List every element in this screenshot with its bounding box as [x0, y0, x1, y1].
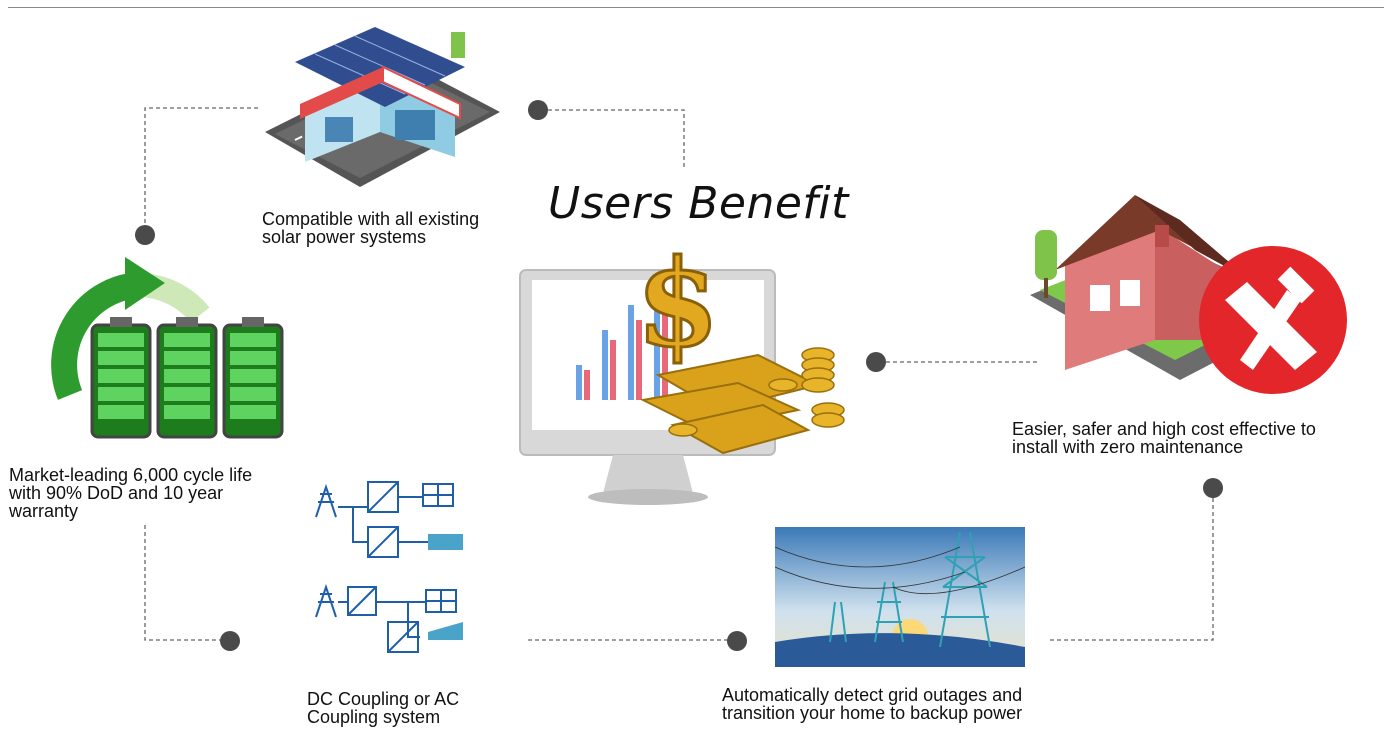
shop-icon [265, 27, 500, 187]
benefit-compatible: Compatible with all existing solar power… [262, 210, 479, 246]
benefit-line: transition your home to backup power [722, 703, 1023, 723]
benefit-line: Easier, safer and high cost effective to [1012, 419, 1316, 439]
connector-dot [220, 631, 240, 651]
benefit-line: solar power systems [262, 227, 427, 247]
benefit-line: DC Coupling or AC [307, 689, 460, 709]
coupling-diagram-icon [315, 481, 463, 653]
connector-top-center [548, 109, 685, 167]
connector-top-left [144, 107, 258, 226]
benefit-line: warranty [9, 501, 79, 521]
svg-text:$: $ [636, 233, 720, 374]
benefit-line: Compatible with all existing [262, 209, 480, 229]
connector-dot [866, 352, 886, 372]
connector-dot [1203, 478, 1223, 498]
benefit-line: Market-leading 6,000 cycle life [9, 465, 253, 485]
top-divider [8, 7, 1384, 8]
connector-dot [135, 225, 155, 245]
benefit-line: Automatically detect grid outages and [722, 685, 1023, 705]
battery-cycle-icon [51, 257, 284, 439]
house-tools-icon [1030, 195, 1347, 394]
benefit-backup: Automatically detect grid outages and tr… [722, 686, 1022, 722]
benefit-line: with 90% DoD and 10 year [9, 483, 224, 503]
connector-left-bottom [144, 525, 222, 641]
monitor-gold-icon: $ [519, 232, 845, 505]
connector-right-down [1048, 498, 1214, 641]
power-tower-icon [775, 527, 1025, 667]
benefit-cycle: Market-leading 6,000 cycle life with 90%… [9, 466, 252, 520]
benefit-install: Easier, safer and high cost effective to… [1012, 420, 1316, 456]
benefit-line: Coupling system [307, 707, 441, 727]
benefit-coupling: DC Coupling or AC Coupling system [307, 690, 459, 726]
diagram-title: Users Benefit [548, 178, 849, 229]
connector-dot [528, 100, 548, 120]
connector-dot [727, 631, 747, 651]
benefit-line: install with zero maintenance [1012, 437, 1244, 457]
